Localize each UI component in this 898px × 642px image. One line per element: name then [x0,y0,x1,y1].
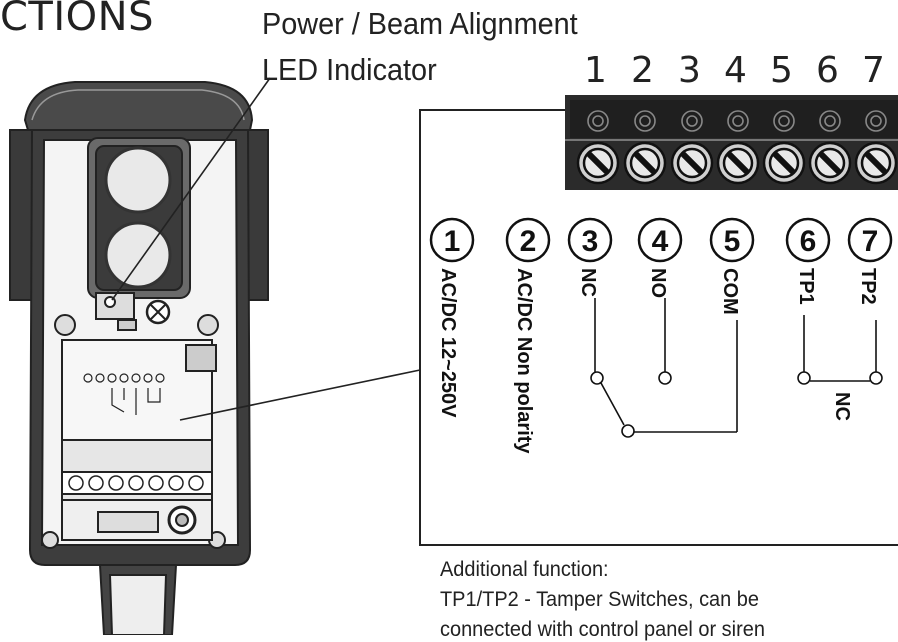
led-label-line1: Power / Beam Alignment [262,6,578,41]
terminal-circle-1 [429,217,475,263]
terminal-circle-num-6: 6 [800,225,817,258]
wiring-diagram: 1 2 3 4 5 6 7 AC/DC 12~250V AC/DC Non po… [419,95,898,546]
terminal-screw-4 [716,141,760,185]
terminal-label-6: TP1 [795,268,817,305]
terminal-circle-4 [637,217,683,263]
terminal-circle-num-4: 4 [652,225,669,258]
tamper-nc-label: NC [831,392,853,421]
tamper-contact-wiring [797,315,883,385]
terminal-number-6: 6 [816,50,839,91]
terminal-number-1: 1 [584,50,607,91]
terminal-number-2: 2 [631,50,654,91]
terminal-screw-3 [670,141,714,185]
terminal-circle-num-3: 3 [582,225,599,258]
terminal-number-5: 5 [770,50,793,91]
detector-housing [9,81,269,635]
terminal-screw-5 [762,141,806,185]
additional-function-heading: Additional function: [440,558,609,581]
terminal-number-4: 4 [724,50,747,91]
terminal-screw-6 [808,141,852,185]
terminal-label-2: AC/DC Non polarity [513,268,535,454]
led-pointer-line [111,77,271,301]
terminal-circle-7 [847,217,893,263]
terminal-circle-5 [709,217,755,263]
relay-contact-wiring [590,298,738,438]
terminal-label-1: AC/DC 12~250V [437,268,459,418]
terminal-circle-num-7: 7 [862,225,879,258]
terminal-circle-2 [505,217,551,263]
zoom-connector-line [179,369,421,421]
terminal-screw-2 [623,141,667,185]
tamper-description-continued: connected with control panel or siren [440,618,765,641]
section-title: CTIONS [0,0,154,40]
tamper-description: TP1/TP2 - Tamper Switches, can be [440,588,759,611]
terminal-circle-num-1: 1 [444,225,461,258]
terminal-screw-1 [576,141,620,185]
led-label-line2: LED Indicator [262,52,437,87]
terminal-label-5: COM [719,268,741,315]
terminal-number-7: 7 [862,50,885,91]
terminal-circle-num-2: 2 [520,225,537,258]
terminal-label-3: NC [577,268,599,297]
terminal-label-7: TP2 [857,268,879,305]
terminal-circle-3 [567,217,613,263]
terminal-circle-num-5: 5 [724,225,741,258]
terminal-circle-6 [785,217,831,263]
terminal-screw-7 [854,141,898,185]
terminal-number-3: 3 [678,50,701,91]
terminal-label-4: NO [647,268,669,298]
